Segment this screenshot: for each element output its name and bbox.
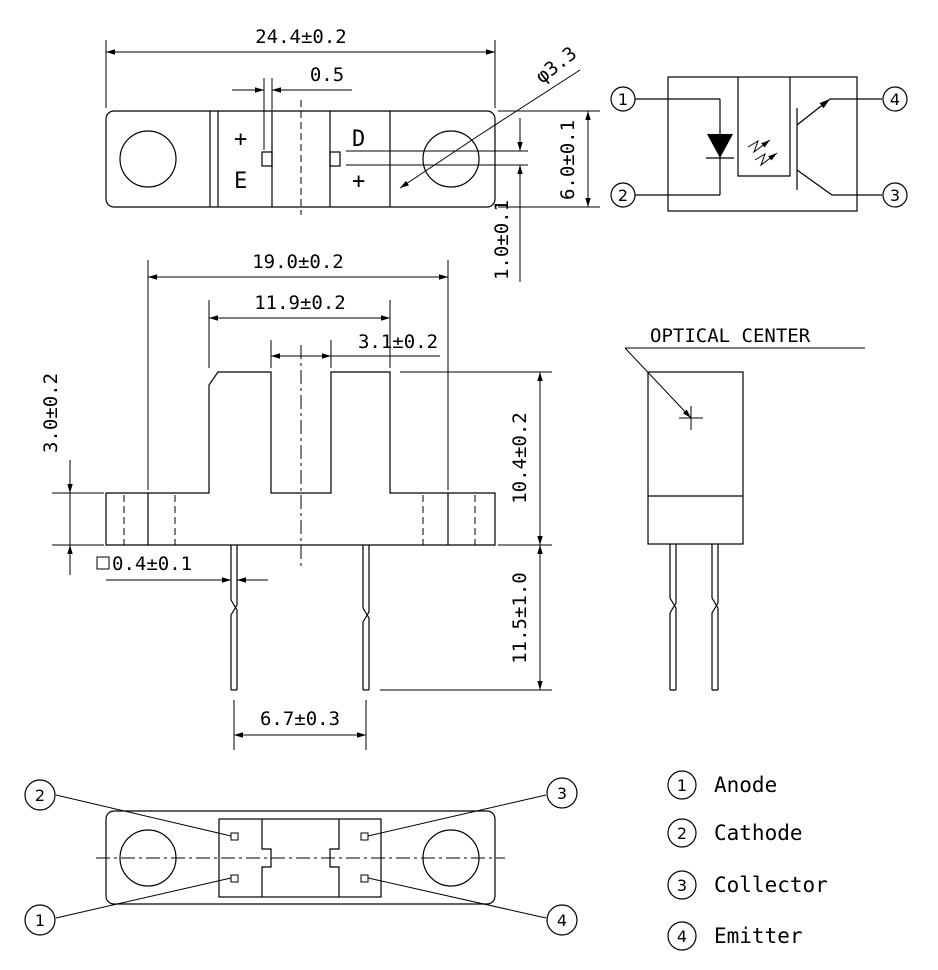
svg-text:2: 2 <box>618 186 628 205</box>
optical-center-label: OPTICAL CENTER <box>650 325 811 347</box>
svg-text:2: 2 <box>677 824 687 843</box>
bottom-view: 2 1 3 4 <box>24 777 578 936</box>
schematic-outline <box>667 76 858 212</box>
emitter-letter: E <box>234 169 247 194</box>
front-view: 19.0±0.2 11.9±0.2 3.1±0.2 3.0±0.2 10.4±0… <box>40 251 552 750</box>
svg-text:2: 2 <box>35 786 45 805</box>
emitter-plus-mark: + <box>234 127 247 152</box>
dim-hole-pitch: 19.0±0.2 <box>252 251 344 273</box>
mounting-hole-left <box>119 130 177 188</box>
dim-body-height: 6.0±0.1 <box>557 120 579 200</box>
dim-offset: 1.0±0.1 <box>491 200 513 280</box>
side-view: OPTICAL CENTER <box>624 325 865 691</box>
dim-flange-thickness: 3.0±0.2 <box>40 373 62 453</box>
svg-text:4: 4 <box>557 911 567 930</box>
svg-text:3: 3 <box>557 784 567 803</box>
svg-text:3: 3 <box>890 186 900 205</box>
svg-text:4: 4 <box>890 90 900 109</box>
svg-text:1: 1 <box>35 911 45 930</box>
legend-cathode: Cathode <box>714 821 803 845</box>
dim-slit-width: 0.5 <box>310 64 344 86</box>
detector-plus-mark: + <box>352 169 365 194</box>
schematic: 1 2 4 3 <box>610 76 908 212</box>
dim-total-height: 10.4±0.2 <box>509 412 531 504</box>
svg-text:1: 1 <box>618 90 628 109</box>
dim-lead-size: 0.4±0.1 <box>112 553 192 575</box>
top-view: + E D + 24.4±0.2 0.5 φ3.3 6.0±0.1 1.0±0.… <box>105 26 600 282</box>
dim-hole-diameter: φ3.3 <box>532 42 582 88</box>
pin-legend: 1 Anode 2 Cathode 3 Collector 4 Emitter <box>667 770 828 951</box>
svg-text:1: 1 <box>677 776 687 795</box>
legend-anode: Anode <box>714 773 777 797</box>
legend-emitter: Emitter <box>714 924 803 948</box>
dim-lead-pitch: 6.7±0.3 <box>260 708 340 730</box>
dim-lead-length: 11.5±1.0 <box>509 572 531 664</box>
detector-letter: D <box>352 127 365 152</box>
dim-slot-gap: 3.1±0.2 <box>358 331 438 353</box>
dim-overall-width: 24.4±0.2 <box>255 26 347 48</box>
legend-collector: Collector <box>714 873 828 897</box>
dim-slot-outer: 11.9±0.2 <box>254 292 346 314</box>
front-view-outline <box>105 371 496 546</box>
svg-text:3: 3 <box>677 876 687 895</box>
mounting-hole-right <box>422 130 480 188</box>
svg-text:4: 4 <box>677 927 687 946</box>
led-symbol <box>707 134 733 158</box>
side-view-outline <box>647 371 744 545</box>
